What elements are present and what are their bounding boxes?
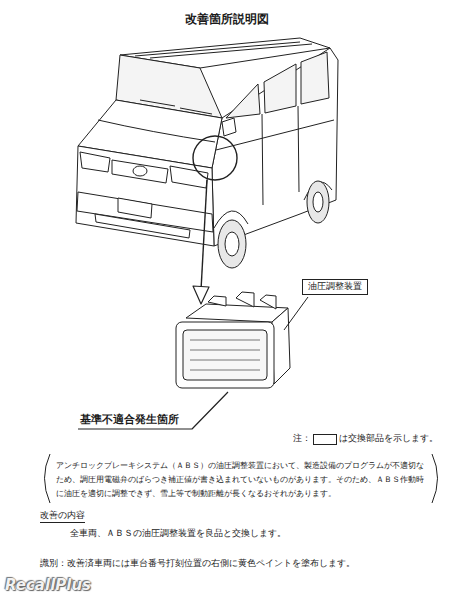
watermark: RecallPlus xyxy=(5,576,91,594)
abs-unit-side xyxy=(272,308,290,384)
bracket xyxy=(45,454,51,503)
window xyxy=(264,64,296,113)
bracket xyxy=(432,454,438,503)
part-name: 油圧調整装置 xyxy=(308,281,362,293)
callout-box: 油圧調整装置 xyxy=(302,279,368,295)
title: 改善箇所説明図 xyxy=(185,12,269,26)
mirror xyxy=(222,118,236,136)
remedy-text: 全車両、ＡＢＳの油圧調整装置を良品と交換します。 xyxy=(70,528,286,538)
replacement-marker xyxy=(313,434,337,445)
leader-line xyxy=(284,297,308,330)
plate xyxy=(118,198,152,218)
emblem xyxy=(133,166,147,176)
section-heading: 改善の内容 xyxy=(40,510,85,523)
note-prefix: 注： xyxy=(293,433,311,445)
car-side xyxy=(212,48,338,246)
location-label: 基準不適合発生箇所 xyxy=(80,413,179,426)
lower-grille xyxy=(95,214,190,238)
door-line xyxy=(262,106,299,205)
identification-text: 識別：改善済車両には車台番号打刻位置の右側に黄色ペイントを塗布します。 xyxy=(40,558,355,568)
wheel xyxy=(225,232,239,256)
window xyxy=(226,84,260,118)
hood-line xyxy=(98,120,215,142)
wheel xyxy=(313,192,323,212)
headlight xyxy=(170,166,208,188)
headlight xyxy=(80,152,110,172)
abs-fittings xyxy=(208,292,276,309)
defect-description: アンチロックブレーキシステム（ＡＢＳ）の油圧調整装置において、製造設備のプログラ… xyxy=(56,459,428,501)
note-text: は交換部品を示します。 xyxy=(339,433,438,445)
wheel xyxy=(307,181,329,223)
pointer-arrowhead xyxy=(193,286,209,304)
note: 注： は交換部品を示します。 xyxy=(293,433,438,445)
window xyxy=(301,52,329,104)
leader-line xyxy=(78,392,228,429)
grille xyxy=(112,160,168,183)
pointer-arrow xyxy=(201,180,207,290)
roof-rail xyxy=(135,42,312,58)
focus-circle xyxy=(193,136,237,180)
abs-ribs xyxy=(190,340,260,370)
wheel xyxy=(218,220,246,268)
abs-unit-front xyxy=(176,322,274,388)
abs-unit-cover xyxy=(183,330,267,380)
